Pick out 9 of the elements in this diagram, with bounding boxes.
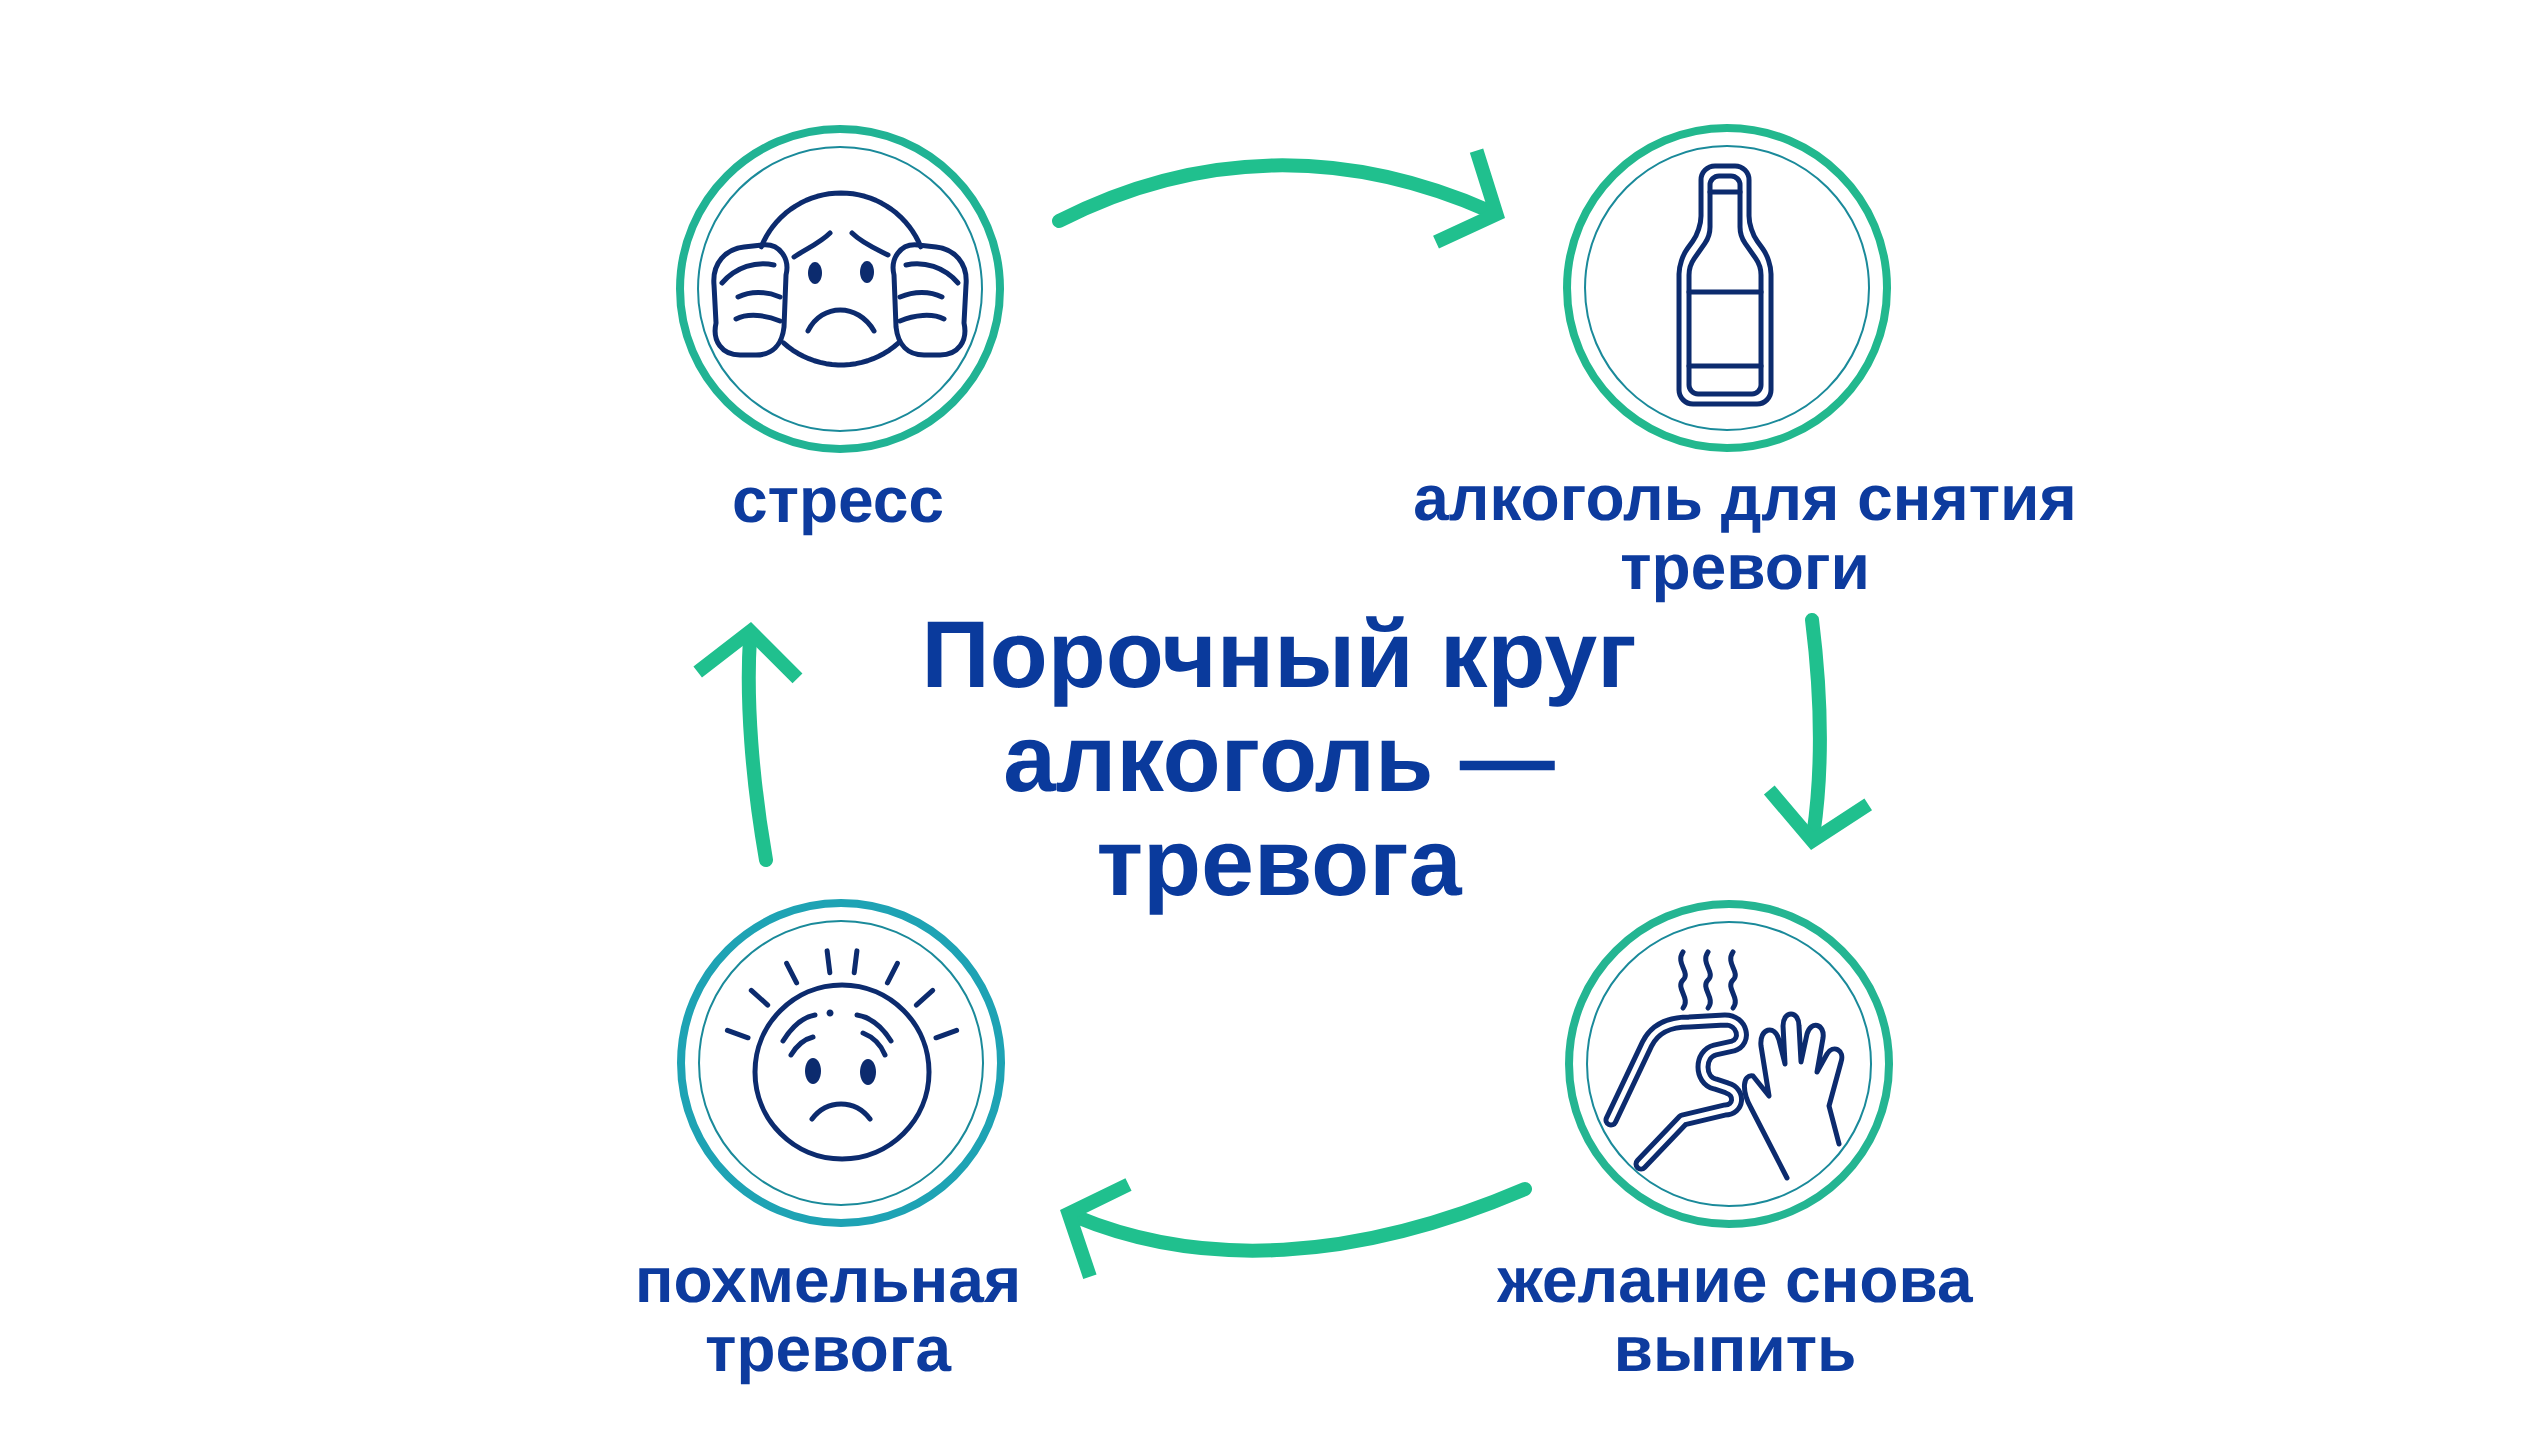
node-label: алкоголь для снятия тревоги <box>1415 485 2073 603</box>
arrow <box>1052 148 1505 249</box>
arrow <box>1763 613 1873 850</box>
arrow <box>693 622 803 867</box>
node-label: стресс <box>734 487 943 536</box>
node-label: желание снова выпить <box>1496 1267 1974 1371</box>
node-label: похмельная тревога <box>639 1267 1017 1385</box>
arrow <box>1060 1178 1532 1279</box>
title: Порочный круг алкоголь — тревога <box>927 616 1635 915</box>
